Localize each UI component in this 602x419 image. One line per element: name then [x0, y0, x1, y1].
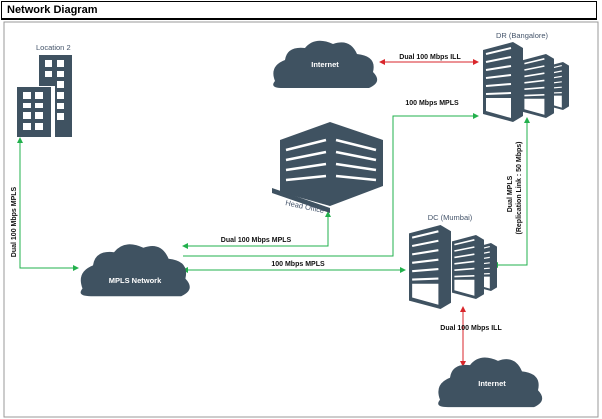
label-mpls: MPLS Network [109, 276, 162, 285]
building-icon-head-office [272, 122, 383, 213]
link-mpls-dr [183, 113, 479, 257]
diagram-title: Network Diagram [1, 1, 597, 20]
canvas-border [3, 21, 599, 418]
label-internet-top: Internet [311, 60, 339, 69]
label-dc: DC (Mumbai) [428, 213, 473, 222]
link-mpls-headoffice [182, 211, 331, 249]
link-loc2-mpls [17, 137, 79, 271]
label-mpls-dc: 100 Mbps MPLS [271, 261, 325, 268]
label-internet-bottom: Internet [478, 379, 506, 388]
label-loc2-mpls: Dual 100 Mbps MPLS [11, 186, 18, 257]
label-mpls-headoffice: Dual 100 Mbps MPLS [221, 237, 292, 244]
server-icon-dc [407, 223, 498, 311]
label-dc-dr-1: Dual MPLS [507, 175, 514, 212]
building-icon-location2 [17, 55, 72, 137]
label-location2: Location 2 [36, 43, 71, 52]
link-dc-dr [492, 117, 530, 268]
label-mpls-dr: 100 Mbps MPLS [405, 100, 459, 107]
label-dr: DR (Bangalore) [496, 31, 549, 40]
label-internet-dr: Dual 100 Mbps ILL [399, 54, 461, 61]
cloud-icon-mpls [80, 244, 190, 297]
label-dc-internet: Dual 100 Mbps ILL [440, 325, 502, 332]
label-dc-dr-2: (Replication Link : 50 Mbps) [516, 142, 523, 235]
server-icon-dr [482, 41, 570, 123]
